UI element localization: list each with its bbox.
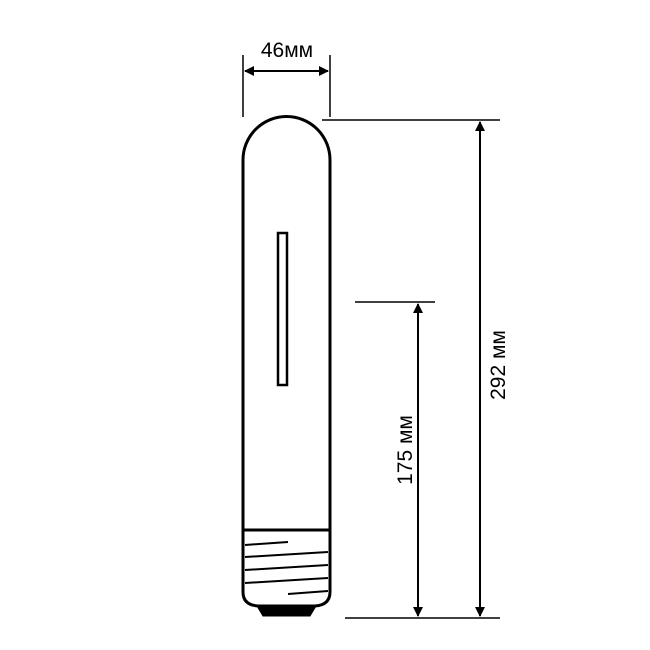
diameter-label: 46мм xyxy=(261,39,313,62)
lamp-arc-tube xyxy=(276,231,289,387)
light-center-label: 175 мм xyxy=(394,415,417,485)
total-length-label: 292 мм xyxy=(487,330,510,400)
lamp-base xyxy=(241,531,332,617)
diameter-dimension xyxy=(242,55,331,117)
light-center-dimension xyxy=(355,301,435,617)
lamp-bulb xyxy=(241,115,332,532)
total-length-dimension xyxy=(322,119,500,619)
